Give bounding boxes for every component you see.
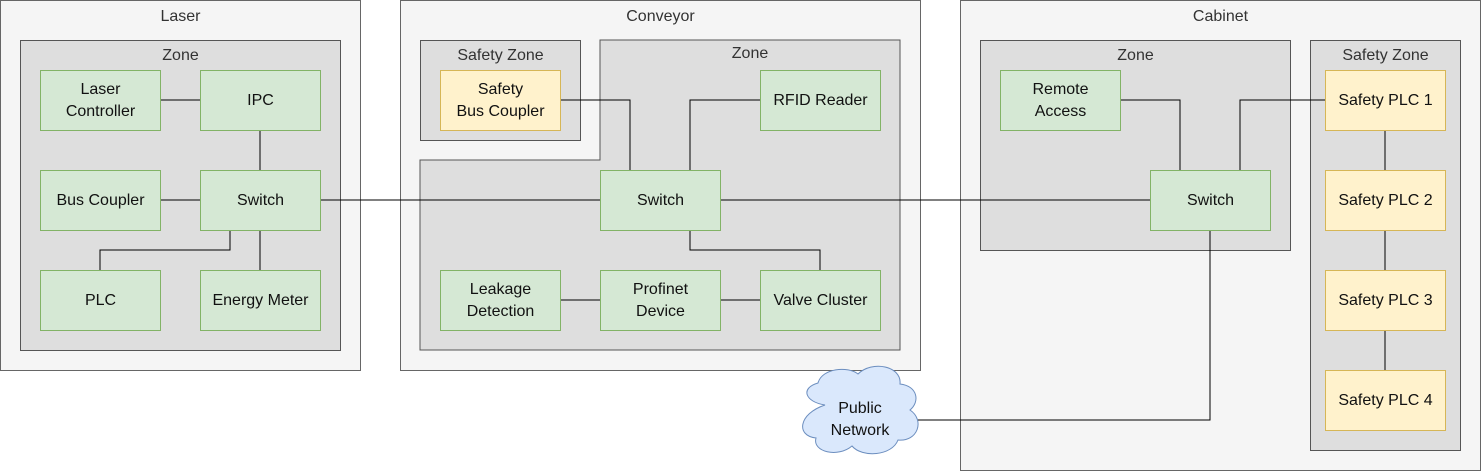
cabinet-safety-plc-1-node[interactable]: Safety PLC 1 — [1325, 70, 1446, 131]
cabinet-safety-plc-2-node[interactable]: Safety PLC 2 — [1325, 170, 1446, 231]
conveyor-container-title: Conveyor — [626, 8, 695, 25]
conveyor-profinet-device-node[interactable]: Profinet Device — [600, 270, 721, 331]
laser-bus-coupler-node[interactable]: Bus Coupler — [40, 170, 161, 231]
laser-container-title: Laser — [160, 8, 201, 25]
conveyor-valve-cluster-node[interactable]: Valve Cluster — [760, 270, 881, 331]
laser-energy-meter-node[interactable]: Energy Meter — [200, 270, 321, 331]
cabinet-safety-zone-title: Safety Zone — [1342, 47, 1429, 64]
link-switch-public-network — [915, 230, 1211, 421]
cabinet-safety-plc-4-node[interactable]: Safety PLC 4 — [1325, 370, 1446, 431]
link-switch-safety-plc-1 — [1239, 99, 1325, 170]
laser-controller-node[interactable]: Laser Controller — [40, 70, 161, 131]
cabinet-safety-plc-3-node[interactable]: Safety PLC 3 — [1325, 270, 1446, 331]
laser-ipc-node[interactable]: IPC — [200, 70, 321, 131]
laser-switch-node[interactable]: Switch — [200, 170, 321, 231]
link-safety-bus-coupler-switch — [560, 99, 631, 170]
conveyor-zone-title: Zone — [731, 45, 769, 62]
link-switch-plc — [99, 230, 231, 270]
cabinet-container-title: Cabinet — [1192, 8, 1249, 25]
laser-zone-title: Zone — [162, 47, 199, 64]
cabinet-zone-title: Zone — [1117, 47, 1154, 64]
public-network-label: Public Network — [830, 400, 890, 439]
conveyor-safety-bus-coupler-node[interactable]: Safety Bus Coupler — [440, 70, 561, 131]
conveyor-rfid-reader-node[interactable]: RFID Reader — [760, 70, 881, 131]
conveyor-switch-node[interactable]: Switch — [600, 170, 721, 231]
conveyor-leakage-detection-node[interactable]: Leakage Detection — [440, 270, 561, 331]
conveyor-safety-zone-title: Safety Zone — [457, 47, 544, 64]
link-rfid-reader-switch — [689, 99, 760, 170]
link-switch-valve-cluster — [689, 230, 821, 270]
link-remote-access-switch — [1120, 99, 1181, 170]
cabinet-switch-node[interactable]: Switch — [1150, 170, 1271, 231]
laser-plc-node[interactable]: PLC — [40, 270, 161, 331]
cabinet-remote-access-node[interactable]: Remote Access — [1000, 70, 1121, 131]
